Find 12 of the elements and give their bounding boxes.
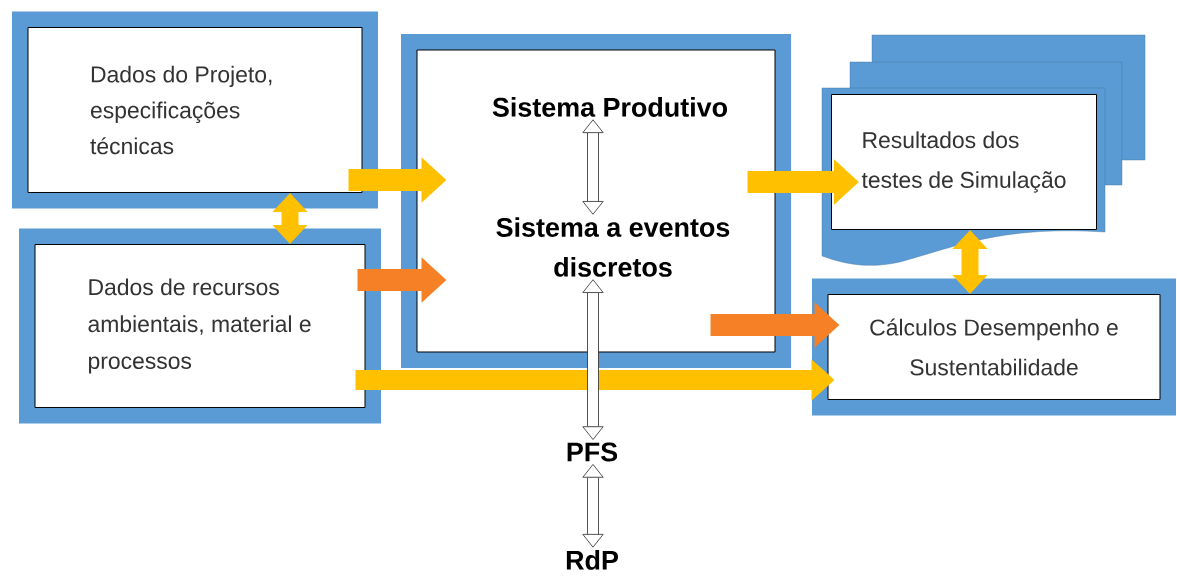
text-box: Dados do Projeto, especificações técnicas <box>12 11 378 209</box>
node-label: PFS <box>567 442 618 462</box>
node-label: RdP <box>566 550 618 570</box>
double-arrow <box>582 464 604 548</box>
document-stack: Resultados dos testes de Simulação <box>821 34 1146 266</box>
text-box: Dados de recursos ambientais, material e processos <box>19 228 381 424</box>
double-arrow <box>582 279 604 440</box>
node-label: Sistema a eventos discretos <box>496 217 730 277</box>
double-arrow <box>582 119 604 215</box>
text-box: Cálculos Desempenho e Sustentabilidade <box>812 278 1176 416</box>
node-label: Sistema Produtivo <box>492 97 727 117</box>
system-box <box>401 34 791 368</box>
